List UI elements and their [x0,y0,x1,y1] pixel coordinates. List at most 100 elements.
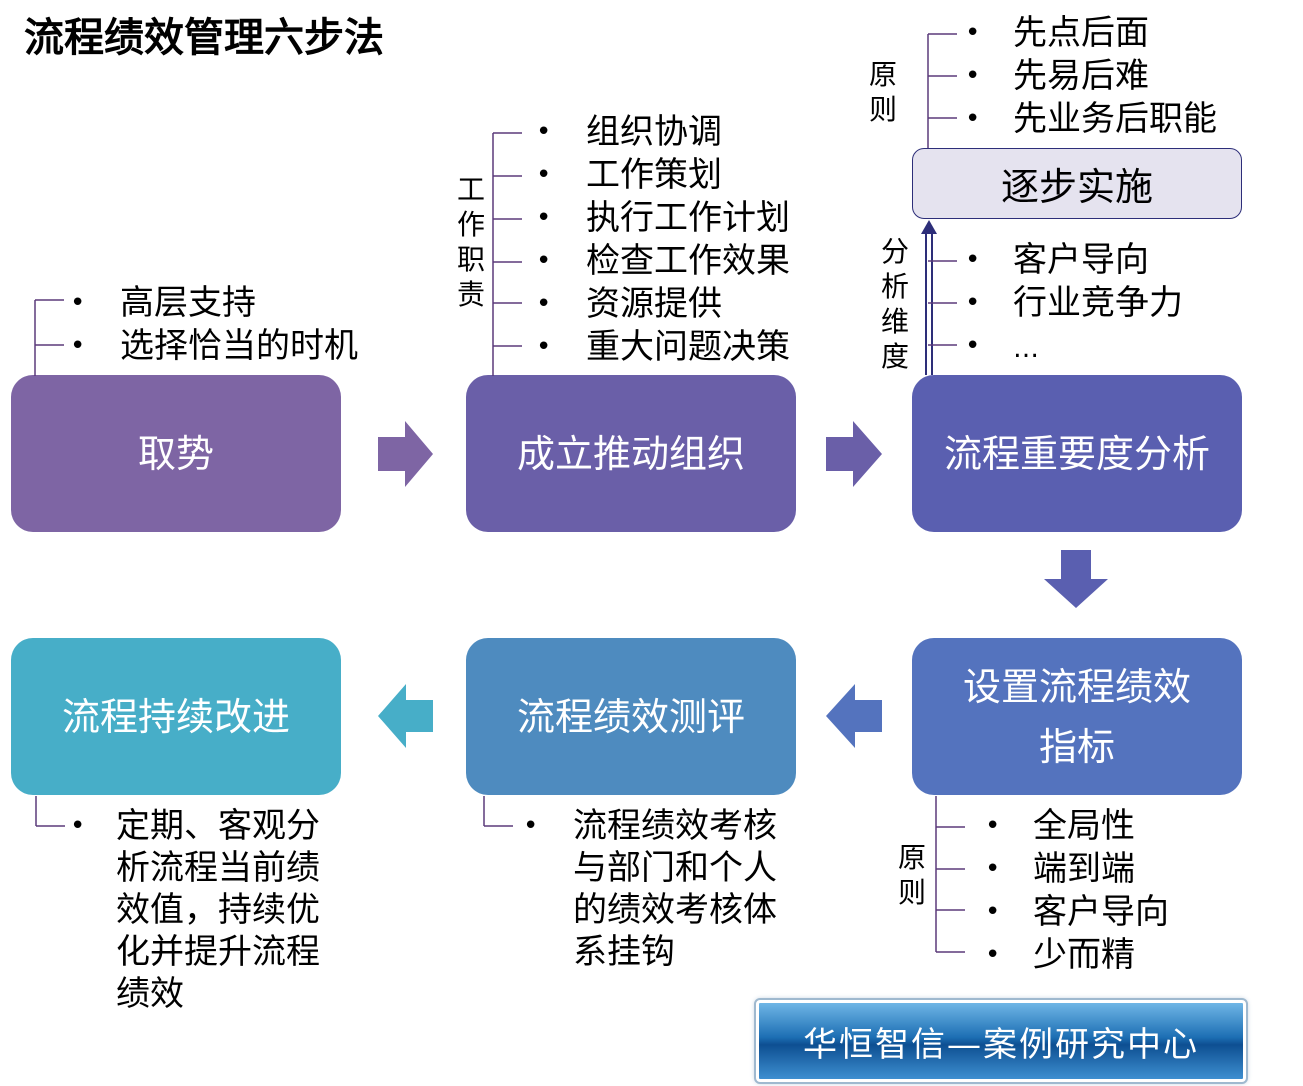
bullet-text: 行业竞争力 [1013,283,1183,323]
bullet-text: 少而精 [1033,935,1135,975]
step-2-bullets: • 组织协调 • 工作策划 • 执行工作计划 • 检查工作效果 • 资源提供 •重大问题决… [536,111,790,369]
step-implement-label: 逐步实施 [1000,165,1153,209]
step-5-label: 流程绩效测评 [516,694,745,739]
step-box-2: 成立推动组织 [466,375,796,532]
list-item: • 少而精 [985,934,1169,977]
bullet-text: … [1013,334,1039,364]
bullet-icon: • [965,104,981,134]
bullet-text: 工作策划 [586,155,722,195]
page-title: 流程绩效管理六步法 [24,15,384,61]
bullet-icon: • [965,61,981,91]
list-item: •客户导向 [965,239,1183,282]
list-item: • 选择恰当的时机 [70,325,358,368]
analysis-label-char: 分 [880,235,909,268]
step-implement-box: 逐步实施 [912,148,1242,219]
duty-label-char: 责 [456,278,485,311]
principle-label-char: 则 [897,876,926,909]
bullet-text: 高层支持 [120,283,256,323]
step-1-bullets: • 高层支持 • 选择恰当的时机 [70,282,358,368]
bullet-icon: • [70,811,86,841]
principle-bottom-label: 原 则 [896,840,928,910]
bullet-icon: • [536,332,552,362]
list-item: •重大问题决策 [536,326,790,369]
step-3-label: 流程重要度分析 [943,431,1210,476]
step-box-1: 取势 [11,375,341,532]
step-6-line: 定期、客观分 [116,806,320,846]
step-2-label: 成立推动组织 [516,431,745,476]
bullet-icon: • [70,331,86,361]
bullet-text: 客户导向 [1013,240,1149,280]
bullet-icon: • [536,160,552,190]
list-item: •客户导向 [985,891,1169,934]
bullet-icon: • [70,288,86,318]
duty-label: 工 作 职 责 [455,172,487,312]
step-4-label-line1: 设置流程绩效 [962,664,1191,709]
principle-top-label: 原 则 [867,57,899,127]
step-6-line: 化并提升流程 [116,932,320,972]
list-item: • 执行工作计划 [536,197,790,240]
list-item: •… [965,325,1183,368]
bullet-icon: • [965,18,981,48]
analysis-label-char: 析 [880,270,909,303]
bullet-text: 全局性 [1033,806,1135,846]
footer-text: 华恒智信—案例研究中心 [803,1024,1199,1065]
principle-top-bullets: • 先点后面 • 先易后难 • 先业务后职能 [965,12,1217,141]
footer-banner: 华恒智信—案例研究中心 [754,998,1248,1084]
arrow-right-icon [826,421,882,487]
list-item: • 高层支持 [70,282,358,325]
bullet-text: 组织协调 [586,112,722,152]
bullet-icon: • [965,331,981,361]
bullet-icon: • [985,811,1001,841]
principle-label-char: 原 [897,841,926,874]
bullet-text: 资源提供 [586,284,722,324]
duty-label-char: 作 [456,208,485,241]
step-box-4: 设置流程绩效 指标 [912,638,1242,795]
list-item: • 工作策划 [536,154,790,197]
arrow-left-icon [826,684,882,748]
arrow-right-icon [378,421,433,487]
step-box-6: 流程持续改进 [11,638,341,795]
list-item: • 端到端 [985,848,1169,891]
step-5-line: 系挂钩 [573,932,675,972]
duty-label-char: 工 [456,173,485,206]
bullet-icon: • [985,940,1001,970]
bullet-text: 选择恰当的时机 [120,326,358,366]
bullet-text: 先点后面 [1013,13,1149,53]
step-6-line: 析流程当前绩 [116,848,320,888]
step-6-line: 绩效 [116,974,184,1014]
step-4-label-line2: 指标 [1038,724,1115,769]
bullet-icon: • [985,897,1001,927]
list-item: • 先点后面 [965,12,1217,55]
duty-label-char: 职 [456,243,485,276]
bullet-text: 检查工作效果 [586,241,790,281]
bullet-text: 先业务后职能 [1013,99,1217,139]
principle-label-char: 则 [868,93,897,126]
bullet-icon: • [536,117,552,147]
bullet-icon: • [536,203,552,233]
bullet-text: 先易后难 [1013,56,1149,96]
bullet-text: 执行工作计划 [586,198,790,238]
step-5-description: 流程绩效考核 与部门和个人 的绩效考核体 系挂钩 [573,805,777,973]
bullet-icon: • [536,289,552,319]
bullet-icon: • [536,246,552,276]
analysis-bullets: •客户导向 • 行业竞争力 •… [965,239,1183,368]
step-6-description: 定期、客观分 析流程当前绩 效值，持续优 化并提升流程 绩效 [116,805,320,1015]
step-5-line: 与部门和个人 [573,848,777,888]
list-item: • 先业务后职能 [965,98,1217,141]
step-5-line: 的绩效考核体 [573,890,777,930]
analysis-label-char: 度 [880,340,909,373]
list-item: • 先易后难 [965,55,1217,98]
principle-bottom-bullets: • 全局性 • 端到端 •客户导向 • 少而精 [985,805,1169,977]
analysis-label: 分 析 维 度 [879,234,911,374]
bullet-text: 端到端 [1033,849,1135,889]
arrow-up-icon [921,220,937,234]
bullet-icon: • [523,811,539,841]
step-6-label: 流程持续改进 [61,694,290,739]
step-box-3: 流程重要度分析 [912,375,1242,532]
step-1-label: 取势 [137,431,214,476]
bullet-icon: • [985,854,1001,884]
list-item: • 全局性 [985,805,1169,848]
arrow-down-icon [1044,550,1108,608]
arrow-left-icon [378,684,433,748]
